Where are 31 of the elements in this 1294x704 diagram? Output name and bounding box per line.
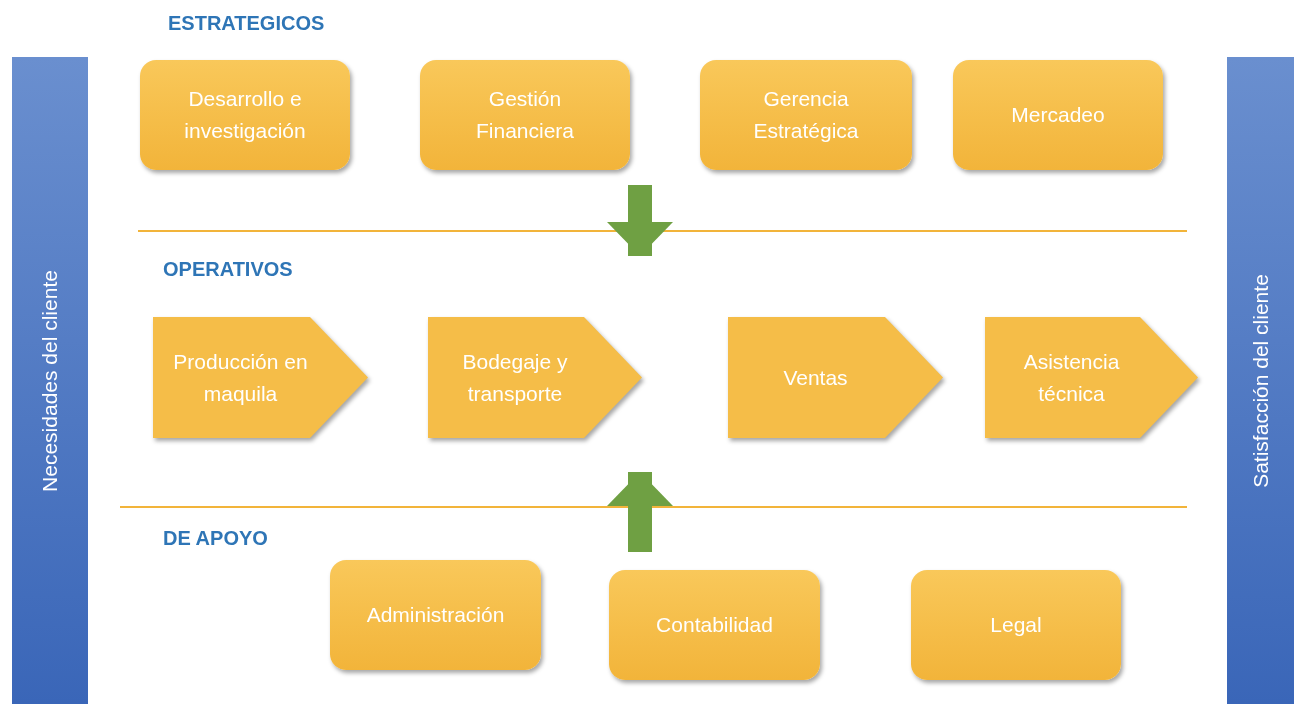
process-label: Legal bbox=[990, 612, 1042, 638]
process-label: Asistencia técnica bbox=[1022, 348, 1121, 407]
process-label: Contabilidad bbox=[656, 612, 773, 638]
process-step bbox=[153, 317, 368, 438]
side-label: Satisfacción del cliente bbox=[1248, 273, 1273, 488]
process-step bbox=[728, 317, 943, 438]
process-label: Administración bbox=[366, 602, 505, 628]
process-box bbox=[953, 60, 1163, 170]
side-bar bbox=[12, 57, 88, 704]
block-arrow bbox=[607, 472, 673, 552]
process-label: Ventas bbox=[783, 364, 848, 391]
process-label: Producción en maquila bbox=[172, 348, 309, 407]
process-label: Desarrollo e investigación bbox=[183, 86, 307, 144]
process-step bbox=[428, 317, 642, 438]
process-label: Gestión Financiera bbox=[474, 86, 576, 144]
process-step bbox=[985, 317, 1198, 438]
process-box bbox=[609, 570, 820, 680]
process-box bbox=[911, 570, 1121, 680]
section-heading: ESTRATEGICOS bbox=[168, 12, 325, 35]
side-bar bbox=[1227, 57, 1294, 704]
process-label: Bodegaje y transporte bbox=[461, 348, 569, 407]
side-label: Necesidades del cliente bbox=[38, 269, 62, 492]
process-box bbox=[700, 60, 912, 170]
process-label: Gerencia Estratégica bbox=[752, 86, 860, 144]
section-heading: DE APOYO bbox=[163, 527, 268, 550]
block-arrow bbox=[607, 185, 673, 256]
process-box bbox=[420, 60, 630, 170]
process-label: Mercadeo bbox=[1011, 102, 1105, 128]
process-box bbox=[140, 60, 350, 170]
section-heading: OPERATIVOS bbox=[163, 258, 293, 281]
process-box bbox=[330, 560, 541, 670]
